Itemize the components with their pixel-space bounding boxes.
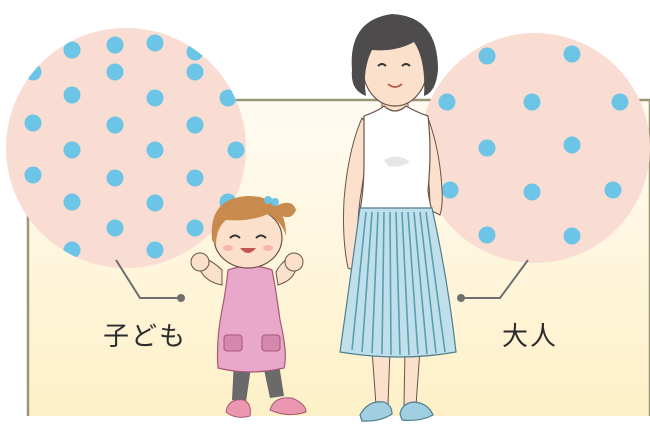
child-label: 子ども xyxy=(103,322,188,352)
child-figure xyxy=(190,196,307,418)
adult-label: 大人 xyxy=(502,322,559,352)
woman-figure xyxy=(339,14,457,422)
child-skin-magnifier xyxy=(6,28,246,268)
adult-pointer-line xyxy=(457,259,529,302)
adult-skin-magnifier xyxy=(420,33,650,263)
child-pointer-line xyxy=(115,259,185,302)
